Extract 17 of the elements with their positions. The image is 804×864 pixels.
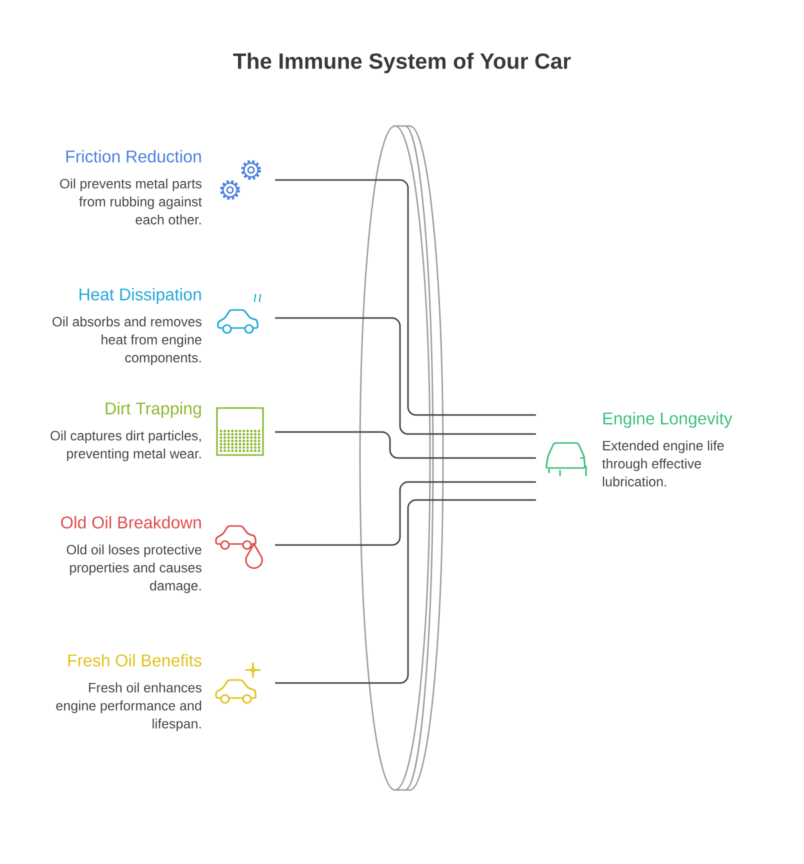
- heading: Engine Longevity: [603, 412, 732, 428]
- heading: Friction Reduction: [66, 150, 201, 162]
- description: Fresh oil enhances engine performance and lifespan.: [56, 682, 202, 732]
- description: Old oil loses protective properties and causes damage.: [66, 544, 202, 594]
- heading: Heat Dissipation: [80, 288, 201, 304]
- connector-line: [275, 317, 536, 435]
- description: Oil absorbs and removes heat from engine components.: [52, 316, 202, 366]
- heading: Dirt Trapping: [106, 402, 201, 418]
- connector-line: [275, 179, 536, 416]
- description: Oil captures dirt particles, preventing metal wear.: [50, 430, 201, 462]
- heading: Old Oil Breakdown: [61, 516, 201, 528]
- description: Oil prevents metal parts from rubbing against each other.: [60, 178, 202, 224]
- title: The Immune System of Your Car: [233, 52, 571, 74]
- heading: Fresh Oil Benefits: [68, 654, 202, 666]
- connector-line: [275, 499, 536, 684]
- connector-line: [275, 431, 536, 459]
- description: Extended engine life through effective lubrication.: [602, 440, 724, 486]
